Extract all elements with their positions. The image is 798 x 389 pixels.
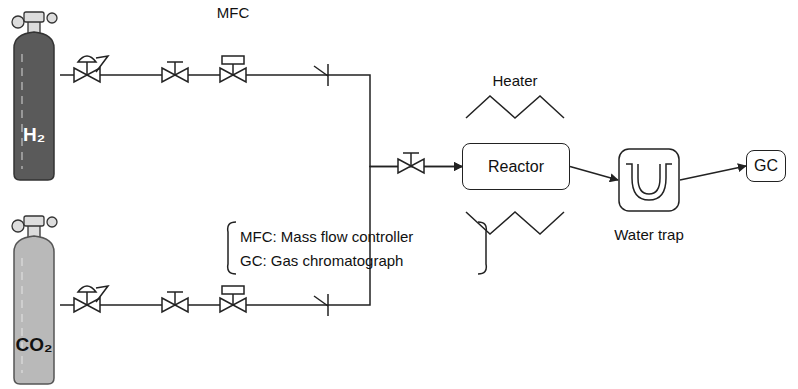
gas-line — [60, 75, 462, 167]
water-trap-vessel — [618, 148, 680, 212]
gc-box: GC — [746, 150, 786, 182]
check-valve — [314, 294, 328, 316]
hand-valve — [162, 292, 188, 312]
inlet-valve — [398, 153, 424, 173]
pressure-regulator — [74, 286, 108, 312]
part-label: MFC — [217, 4, 250, 21]
check-valve — [314, 64, 328, 86]
gas-cylinder: CO₂ — [8, 208, 60, 386]
mfc-valve — [220, 56, 246, 82]
gas-cylinder — [8, 208, 60, 386]
gas-cylinder: H₂ — [8, 4, 60, 182]
gas-line — [570, 167, 618, 181]
gas-line — [60, 167, 462, 306]
part-label: Heater — [492, 72, 537, 89]
legend-bracket — [228, 222, 236, 274]
heater-coil — [466, 96, 564, 118]
mfc-valve — [220, 286, 246, 312]
legend-bracket — [478, 222, 486, 274]
node-label: Reactor — [488, 158, 544, 176]
node-label: H₂ — [23, 124, 45, 146]
heater-coil — [466, 212, 564, 234]
node-label: CO₂ — [16, 334, 53, 356]
legend-note: GC: Gas chromatograph — [240, 252, 403, 269]
gas-cylinder — [8, 4, 60, 182]
legend-note: MFC: Mass flow controller — [240, 228, 413, 245]
gas-line — [680, 166, 746, 180]
reactor-box: Reactor — [462, 143, 570, 190]
water-trap: Water trap — [618, 148, 680, 212]
hand-valve — [162, 62, 188, 82]
node-label: Water trap — [614, 226, 683, 243]
pressure-regulator — [74, 56, 108, 82]
node-label: GC — [754, 157, 778, 175]
